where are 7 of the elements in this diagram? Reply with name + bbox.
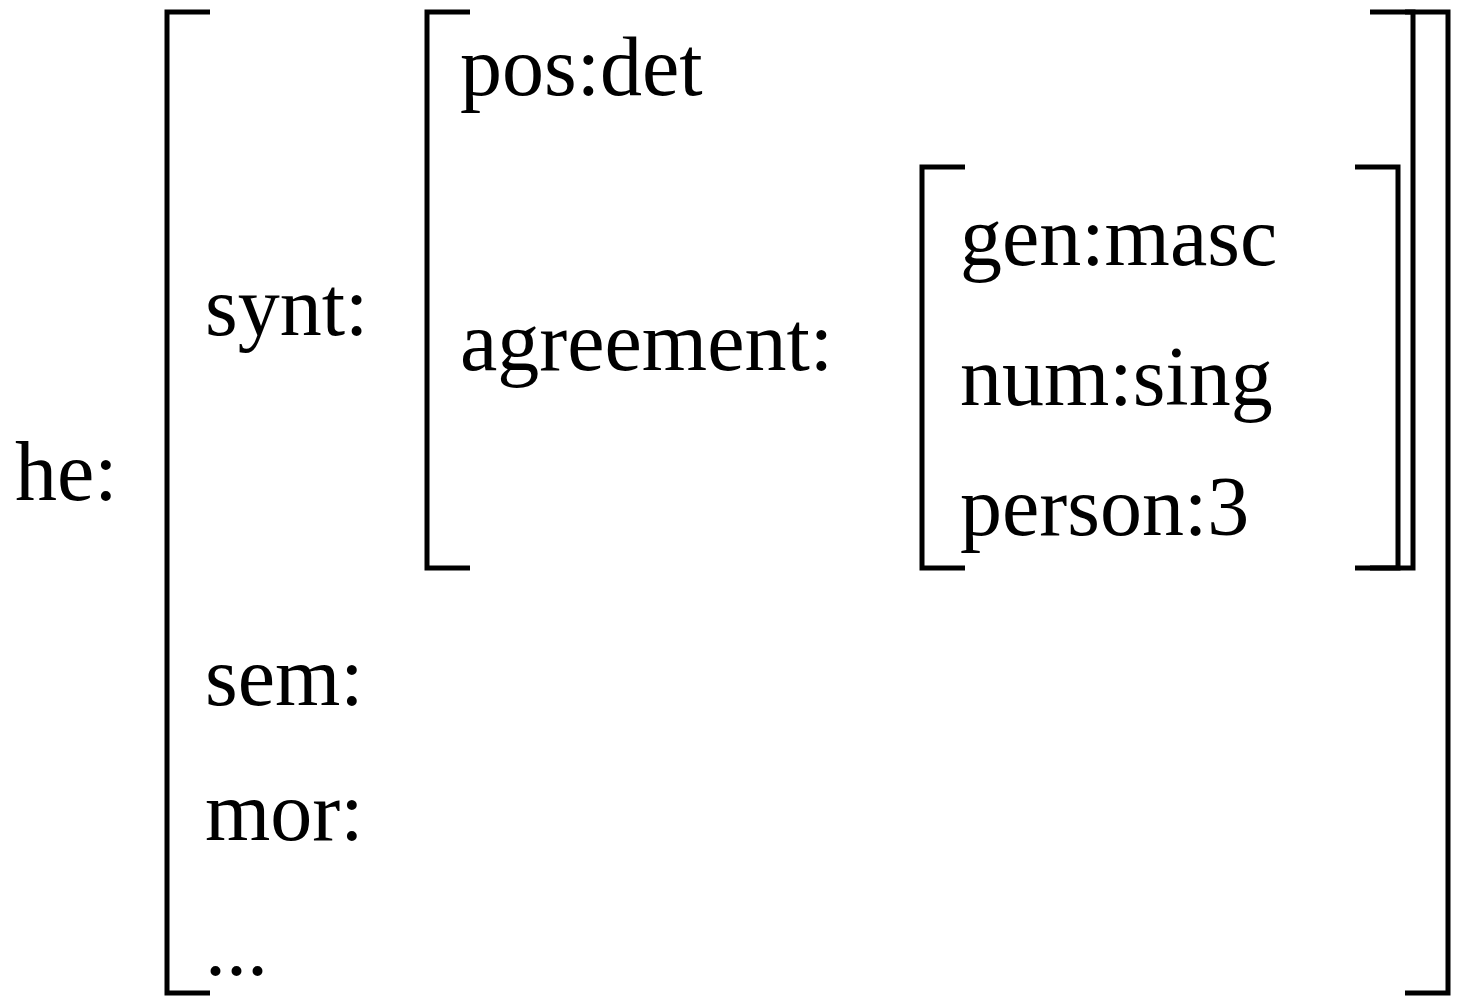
feature-label: he: (15, 430, 118, 514)
feature-label: sem: (205, 635, 364, 719)
feature-label: mor: (205, 770, 364, 854)
feature-matrix (425, 10, 1415, 570)
feature-matrix (920, 165, 1400, 570)
feature-label: ... (205, 905, 268, 989)
feature-matrix (165, 10, 1450, 995)
